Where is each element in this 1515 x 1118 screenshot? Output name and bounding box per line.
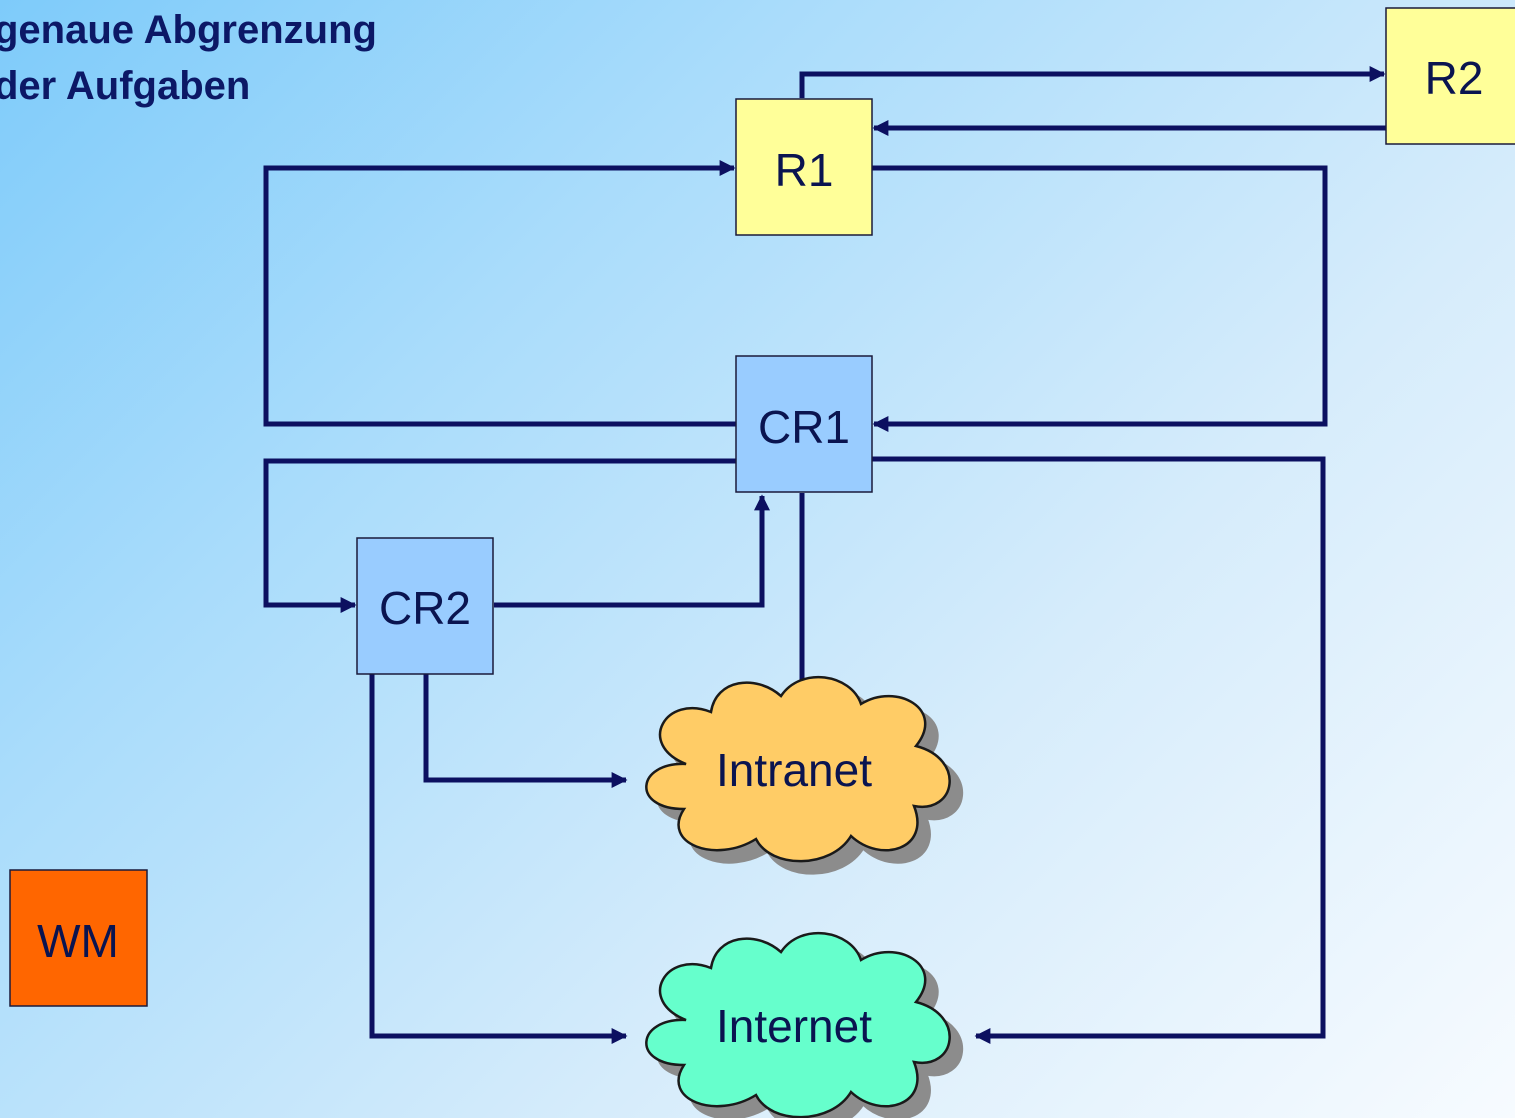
- core-router-cr1-label: CR1: [758, 401, 850, 453]
- wm-box[interactable]: WM: [9, 869, 148, 1007]
- link-cr1-to-internet: [872, 456, 1326, 1045]
- link-cr1-to-r1: [263, 159, 736, 427]
- link-cr2-to-intranet: [423, 674, 628, 789]
- link-cr1-to-cr2: [263, 458, 736, 614]
- connections: [263, 65, 1386, 1045]
- heading-line-1: genaue Abgrenzung: [0, 8, 377, 52]
- diagram-heading: genaue Abgrenzung der Aufgaben: [0, 2, 377, 114]
- intranet-label: Intranet: [716, 744, 872, 796]
- router-r2[interactable]: R2: [1385, 7, 1515, 145]
- router-r1-label: R1: [775, 144, 834, 196]
- wm-label: WM: [37, 915, 119, 967]
- intranet-cloud[interactable]: Intranet: [645, 675, 964, 875]
- link-r1-to-r2: [799, 65, 1386, 98]
- link-cr2-to-cr1: [494, 494, 771, 608]
- router-r1[interactable]: R1: [735, 98, 873, 236]
- core-router-cr2[interactable]: CR2: [356, 537, 494, 675]
- internet-cloud[interactable]: Internet: [645, 931, 964, 1118]
- link-r1-to-cr1: [872, 165, 1328, 433]
- core-router-cr1[interactable]: CR1: [735, 355, 873, 493]
- internet-label: Internet: [716, 1000, 872, 1052]
- router-r2-label: R2: [1425, 52, 1484, 104]
- core-router-cr2-label: CR2: [379, 582, 471, 634]
- link-cr2-to-internet: [369, 674, 628, 1045]
- heading-line-2: der Aufgaben: [0, 64, 251, 108]
